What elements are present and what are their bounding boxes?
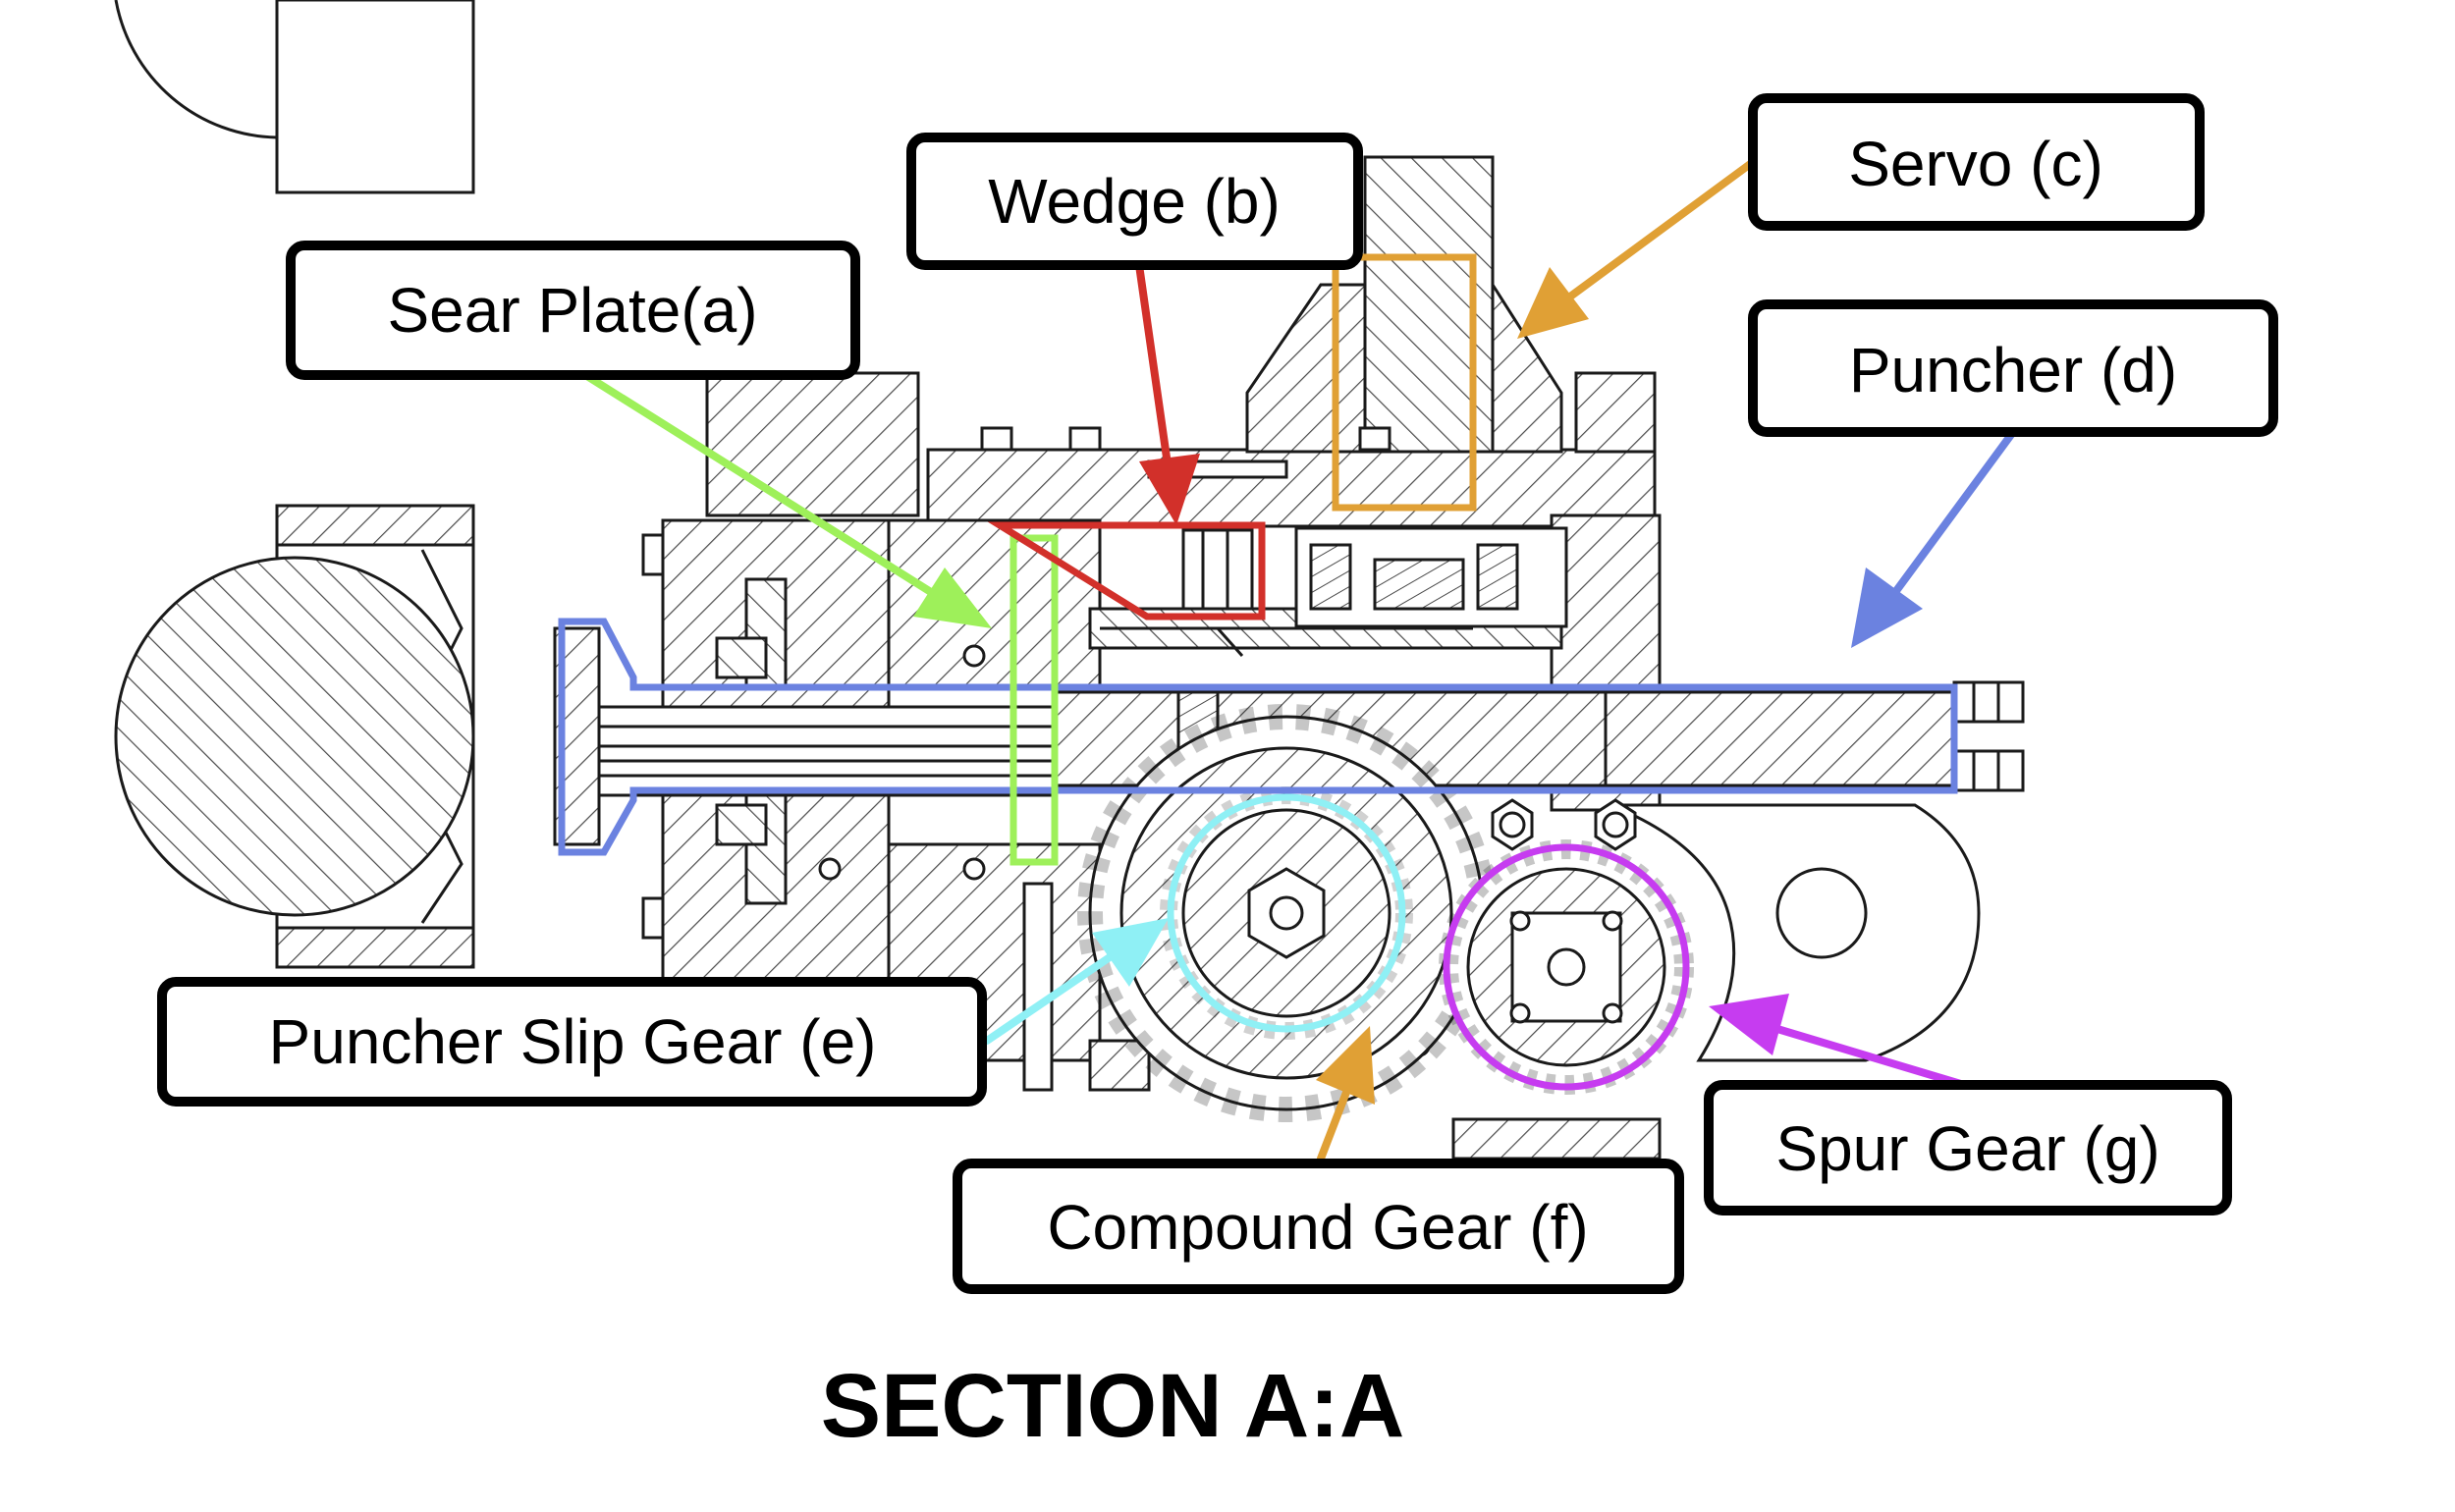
left-roller — [114, 504, 475, 969]
arrow-puncher-slip-gear — [983, 918, 1169, 1045]
arrow-sear-plate — [571, 364, 992, 628]
spur-gear-outline — [1443, 843, 1690, 1091]
top-left-arc — [114, 0, 278, 139]
arrow-wedge — [1135, 261, 1200, 525]
servo-mount — [1100, 459, 1568, 657]
highlights — [558, 253, 1958, 1091]
section-caption: SECTION A:A — [821, 1356, 1405, 1456]
arrows — [571, 158, 2017, 1162]
svg-text:Puncher Slip Gear (e): Puncher Slip Gear (e) — [269, 1006, 877, 1077]
svg-text:Servo (c): Servo (c) — [1848, 129, 2103, 199]
labels: Sear Plate(a) Wedge (b) Servo (c) Punche… — [157, 93, 2278, 1294]
label-sear-plate: Sear Plate(a) — [286, 241, 860, 380]
label-servo: Servo (c) — [1748, 93, 2205, 231]
puncher-outline — [558, 618, 1958, 856]
svg-text:Puncher (d): Puncher (d) — [1849, 335, 2177, 405]
label-wedge: Wedge (b) — [906, 133, 1363, 270]
svg-text:Sear Plate(a): Sear Plate(a) — [387, 275, 757, 346]
svg-text:Wedge (b): Wedge (b) — [988, 166, 1281, 237]
wedge-outline — [987, 521, 1266, 621]
sear-slot — [1022, 882, 1054, 1092]
svg-text:Compound Gear (f): Compound Gear (f) — [1047, 1192, 1588, 1263]
label-spur-gear: Spur Gear (g) — [1704, 1080, 2232, 1215]
compound-gear — [1077, 704, 1496, 1122]
spur-gear — [1439, 839, 1694, 1095]
label-compound-gear: Compound Gear (f) — [953, 1159, 1684, 1294]
gear-hex-nuts — [1491, 798, 1637, 851]
puncher-slip-gear-outline — [1167, 793, 1406, 1033]
arrow-puncher — [1851, 428, 2017, 648]
top-left-block — [275, 0, 475, 194]
left-flange — [715, 577, 788, 905]
rod-end-nut — [1952, 680, 2025, 792]
sear-plate-outline — [1009, 534, 1059, 866]
label-puncher: Puncher (d) — [1748, 299, 2278, 437]
label-puncher-slip-gear: Puncher Slip Gear (e) — [157, 977, 987, 1107]
svg-text:Spur Gear (g): Spur Gear (g) — [1775, 1113, 2159, 1184]
arrow-servo — [1517, 158, 1757, 339]
arrow-spur-gear — [1709, 994, 1968, 1089]
right-bracket — [1609, 803, 1981, 1062]
servo-outline — [1332, 253, 1477, 512]
arrow-compound-gear — [1316, 1026, 1375, 1162]
